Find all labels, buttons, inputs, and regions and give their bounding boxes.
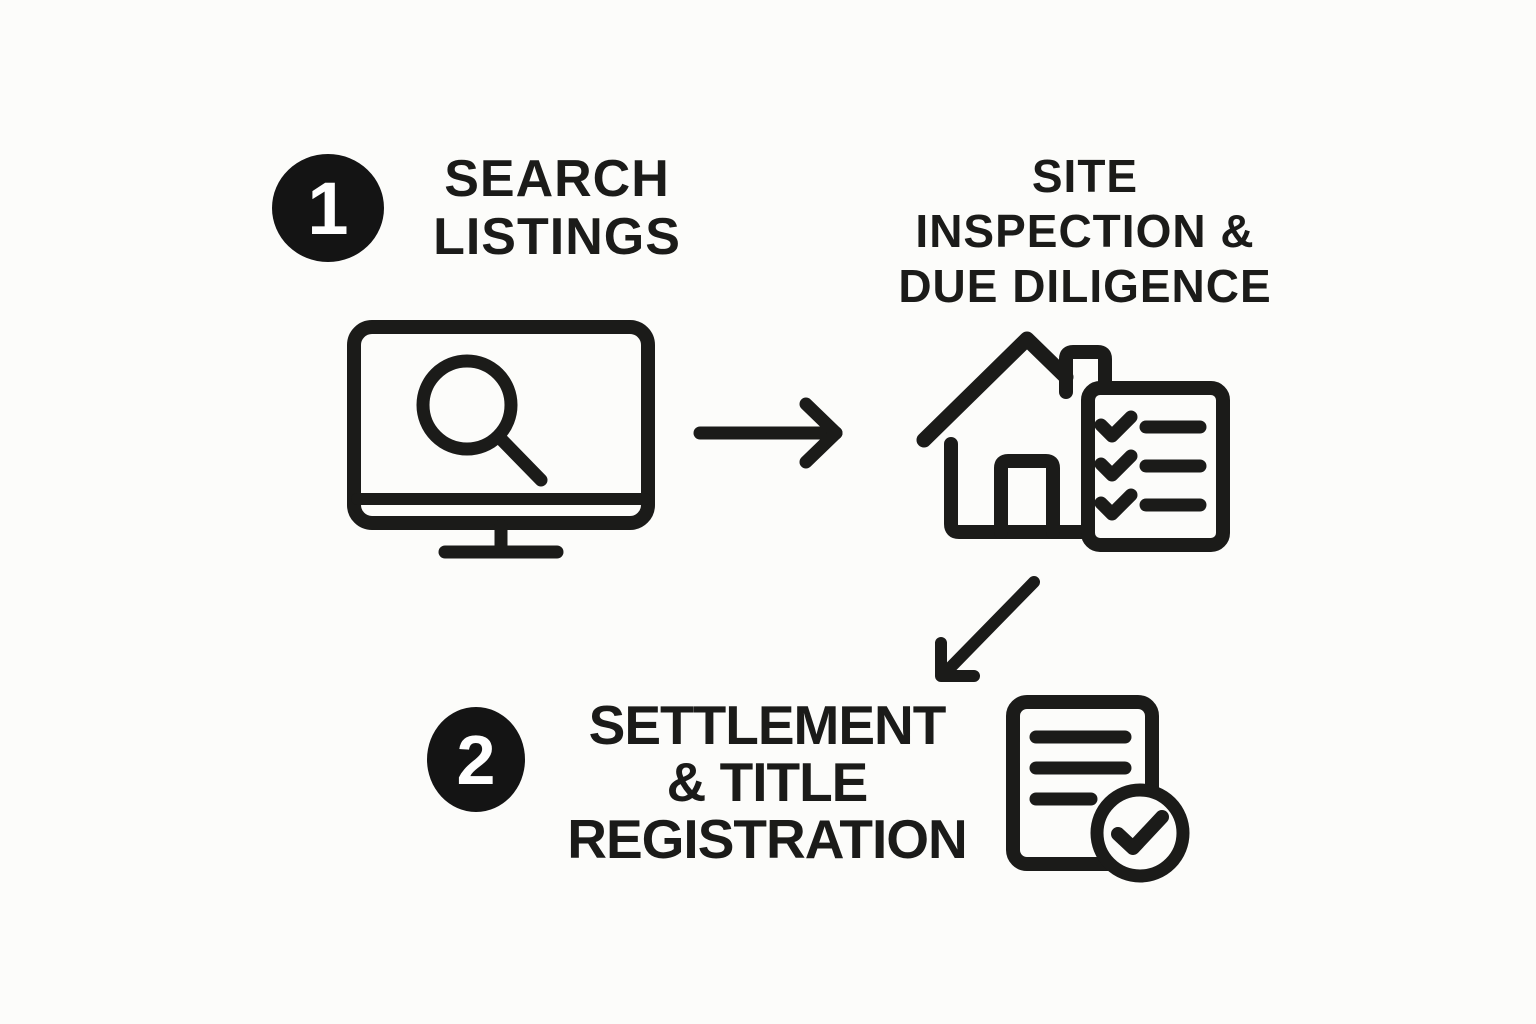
down-left-arrow-icon	[935, 576, 1040, 682]
right-arrow-icon	[693, 397, 843, 469]
step2-label: SITE INSPECTION & DUE DILIGENCE	[865, 149, 1305, 314]
step2-number: 2	[456, 720, 496, 799]
step1-label-line1: SEARCH	[444, 150, 670, 208]
step1-number-badge: 1	[272, 154, 384, 262]
step3-label-line2: & TITLE	[666, 751, 869, 813]
step3-label: SETTLEMENT & TITLE REGISTRATION	[567, 697, 967, 868]
house-checklist-icon	[916, 331, 1230, 552]
step2-number-badge: 2	[427, 707, 525, 812]
step2-label-line1: SITE	[1031, 150, 1139, 202]
step2-label-line2: INSPECTION &	[915, 205, 1255, 257]
step1-number: 1	[307, 166, 349, 250]
step1-label-line2: LISTINGS	[433, 208, 681, 266]
document-check-icon	[1006, 695, 1190, 883]
monitor-search-icon	[347, 320, 655, 559]
step3-label-line3: REGISTRATION	[567, 808, 967, 870]
step1-label: SEARCH LISTINGS	[377, 150, 737, 266]
step3-label-line1: SETTLEMENT	[588, 694, 947, 756]
step2-label-line3: DUE DILIGENCE	[898, 260, 1272, 312]
